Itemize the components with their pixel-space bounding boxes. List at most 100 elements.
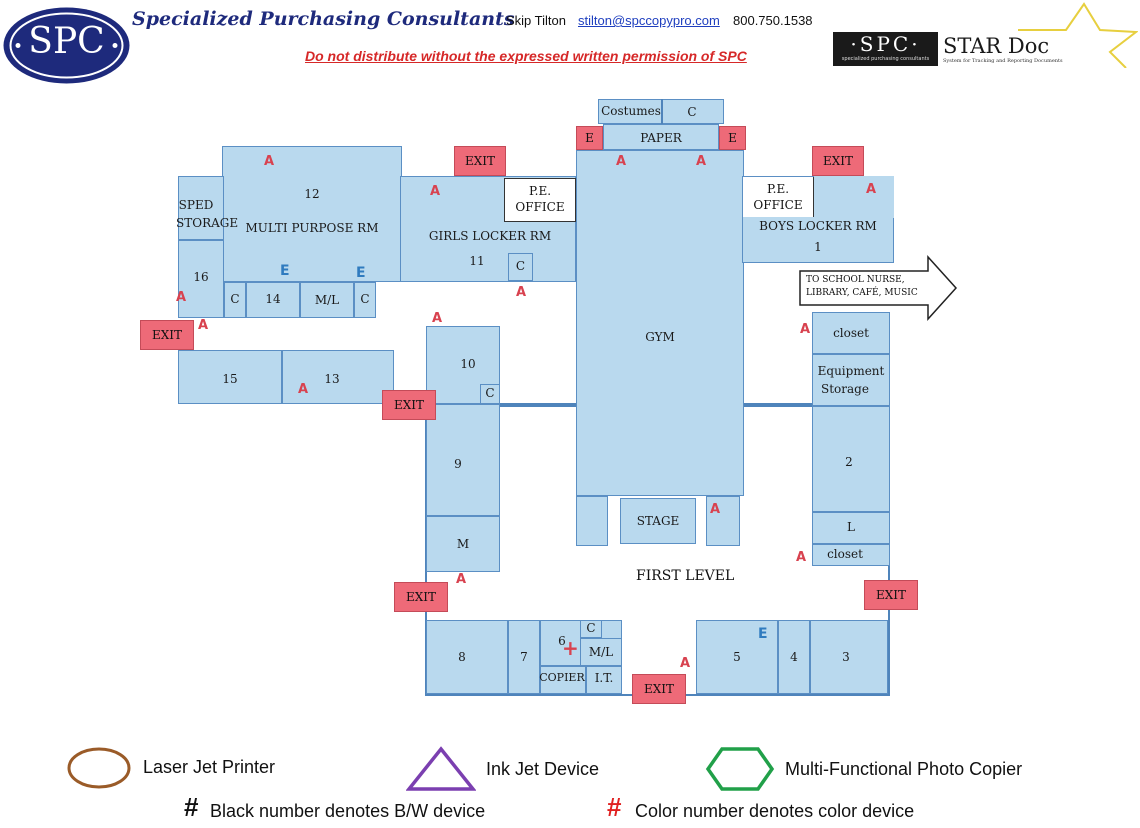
laser-marker-a[interactable]: A [800, 322, 811, 337]
room-14[interactable] [246, 282, 300, 318]
legend-color-note: Color number denotes color device [635, 801, 915, 821]
room-c-closet-b[interactable] [354, 282, 376, 318]
stage-left-wing[interactable] [576, 496, 608, 546]
label-room-6: 6 [558, 634, 566, 648]
room-stage[interactable] [620, 498, 696, 544]
laser-marker-a[interactable]: A [680, 656, 691, 671]
label-room-16: 16 [193, 270, 209, 284]
label-room-13: 13 [324, 372, 340, 386]
room-9[interactable] [426, 404, 500, 516]
label-paper: PAPER [640, 131, 682, 145]
room-m[interactable] [426, 516, 500, 572]
label-sped: SPED [178, 198, 214, 212]
mfp-marker-e[interactable]: E [758, 626, 768, 642]
room-6-c[interactable] [580, 620, 602, 638]
room-ml-a[interactable] [300, 282, 354, 318]
room-closet-bottom[interactable] [812, 544, 890, 566]
room-6-ml[interactable] [580, 638, 622, 666]
contact-phone: 800.750.1538 [733, 13, 813, 28]
room-13[interactable] [282, 350, 394, 404]
star-outline-icon [1018, 2, 1138, 68]
room-boys-locker-lower [743, 217, 893, 262]
room-3[interactable] [810, 620, 888, 694]
label-it: I.T. [594, 671, 614, 685]
label-storage: STORAGE [176, 216, 239, 230]
room-l[interactable] [812, 512, 890, 544]
room-sped-storage[interactable] [178, 176, 224, 240]
color-device-plus-icon[interactable]: + [562, 636, 579, 660]
legend-bw-note: Black number denotes B/W device [210, 801, 486, 821]
laser-marker-a[interactable]: A [710, 502, 721, 517]
room-4[interactable] [778, 620, 810, 694]
room-closet-top[interactable] [812, 312, 890, 354]
room-10-c[interactable] [480, 384, 500, 404]
ink-jet-triangle-icon [406, 746, 476, 791]
room-equipment-storage[interactable] [812, 354, 890, 406]
label-closet-top: closet [833, 326, 869, 340]
badge-spc-text: ·SPC· [850, 32, 921, 56]
laser-marker-a[interactable]: A [176, 290, 187, 305]
mfp-marker-e[interactable]: E [356, 265, 366, 281]
room-copier[interactable] [540, 666, 586, 694]
legend-laser: Laser Jet Printer [143, 757, 276, 777]
laser-marker-a[interactable]: A [866, 182, 877, 197]
room-12-multi-purpose[interactable] [222, 146, 402, 282]
star-doc-badge: ·SPC· specialized purchasing consultants… [828, 2, 1138, 68]
mfp-marker-e[interactable]: E [280, 263, 290, 279]
label-girls-locker: GIRLS LOCKER RM [428, 229, 552, 243]
room-15[interactable] [178, 350, 282, 404]
label-copier: COPIER [539, 671, 585, 684]
label-room-7: 7 [520, 650, 528, 664]
room-it[interactable] [586, 666, 622, 694]
room-5[interactable] [696, 620, 778, 694]
label-boys-num: 1 [814, 240, 822, 254]
laser-marker-a[interactable]: A [616, 154, 627, 169]
room-c-closet-a[interactable] [224, 282, 246, 318]
pe-office-girls-line1: P.E. [528, 184, 552, 198]
room-girls-c[interactable] [508, 253, 533, 281]
room-7[interactable] [508, 620, 540, 694]
label-c-a: C [230, 292, 240, 306]
label-room-6-ml: M/L [588, 645, 614, 659]
pe-office-girls[interactable]: P.E. OFFICE [504, 178, 576, 222]
contact-email-link[interactable]: stilton@spccopypro.com [578, 13, 720, 28]
laser-marker-a[interactable]: A [432, 311, 443, 326]
exit-southeast: EXIT [864, 580, 918, 610]
laser-marker-a[interactable]: A [696, 154, 707, 169]
label-room-l: L [847, 520, 855, 534]
badge-spc-block [833, 32, 938, 66]
label-room-12-num: 12 [304, 187, 320, 201]
arrow-text-line1: TO SCHOOL NURSE, [806, 275, 905, 285]
stage-right-wing[interactable] [706, 496, 740, 546]
laser-marker-a[interactable]: A [298, 382, 309, 397]
label-ml-a: M/L [314, 293, 340, 307]
laser-jet-ellipse-icon [67, 747, 131, 789]
badge-spc-tagline: specialized purchasing consultants [841, 56, 930, 62]
label-room-m: M [456, 537, 470, 551]
laser-marker-a[interactable]: A [198, 318, 209, 333]
corridor-wall [500, 403, 577, 407]
laser-marker-a[interactable]: A [430, 184, 441, 199]
room-16[interactable] [178, 240, 224, 318]
laser-marker-a[interactable]: A [264, 154, 275, 169]
paper-e-left: E [576, 126, 603, 150]
label-room-8: 8 [458, 650, 466, 664]
room-2[interactable] [812, 406, 890, 512]
room-8[interactable] [426, 620, 508, 694]
laser-marker-a[interactable]: A [516, 285, 527, 300]
exit-room-13: EXIT [382, 390, 436, 420]
pe-office-boys-line1: P.E. [766, 182, 790, 196]
exit-girls-locker: EXIT [454, 146, 506, 176]
exit-west: EXIT [140, 320, 194, 350]
spc-logo-text: SPC [28, 21, 105, 62]
label-room-14: 14 [265, 292, 281, 306]
room-paper[interactable] [603, 124, 719, 150]
laser-marker-a[interactable]: A [796, 550, 807, 565]
label-gym: GYM [645, 330, 675, 344]
label-room-5: 5 [733, 650, 741, 664]
exit-southwest: EXIT [394, 582, 448, 612]
level-label: FIRST LEVEL [636, 568, 735, 584]
label-girls-num: 11 [469, 254, 485, 268]
room-gym[interactable] [576, 150, 744, 496]
laser-marker-a[interactable]: A [456, 572, 467, 587]
